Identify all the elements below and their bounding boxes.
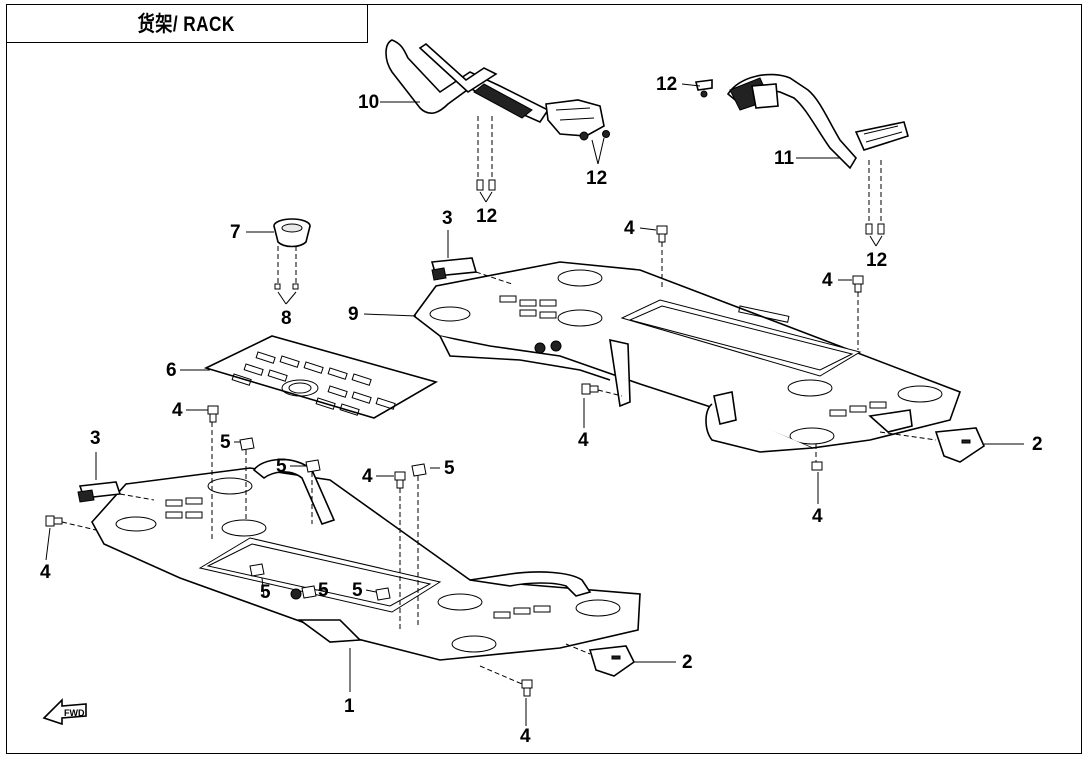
part-8-screws <box>274 246 299 290</box>
callout-5: 5 <box>220 432 231 453</box>
fasteners <box>45 179 885 697</box>
callout-10: 10 <box>358 92 379 113</box>
callout-4: 4 <box>822 270 833 291</box>
callout-9: 9 <box>348 304 359 325</box>
callout-12: 12 <box>586 168 607 189</box>
callout-4: 4 <box>362 466 373 487</box>
part-7-cup-holder <box>273 218 311 248</box>
assembly-dash-lines <box>61 116 937 685</box>
callout-4: 4 <box>624 218 635 239</box>
callout-8: 8 <box>281 308 292 329</box>
title-box: 货架/ RACK <box>6 4 368 43</box>
left-grab-handle-part <box>385 39 610 141</box>
callout-11: 11 <box>774 148 795 169</box>
callout-5: 5 <box>276 456 287 477</box>
callout-4: 4 <box>40 562 51 583</box>
callout-12: 12 <box>476 206 497 227</box>
diagram-title: 货架/ RACK <box>137 13 236 36</box>
part-1-front-rack <box>91 458 641 661</box>
callout-4: 4 <box>812 506 823 527</box>
callout-2: 2 <box>682 652 693 673</box>
callout-3: 3 <box>90 428 101 449</box>
part-2-cover-plate <box>588 427 986 677</box>
fwd-label: FWD <box>64 708 85 718</box>
callout-5: 5 <box>444 458 455 479</box>
callout-1: 1 <box>344 696 355 717</box>
callout-2: 2 <box>1032 434 1043 455</box>
callout-3: 3 <box>442 208 453 229</box>
callout-4: 4 <box>578 430 589 451</box>
drawing-frame <box>6 4 1082 754</box>
callout-5: 5 <box>260 582 271 603</box>
callout-labels: 1 2 2 3 3 4 4 4 4 4 4 4 4 4 5 5 5 5 5 5 … <box>40 74 1043 747</box>
callout-12: 12 <box>866 250 887 271</box>
part-6-rack-mat <box>203 335 439 419</box>
callout-5: 5 <box>352 580 363 601</box>
leader-lines <box>45 83 1024 726</box>
right-grab-handle-part <box>695 73 909 170</box>
callout-6: 6 <box>166 360 177 381</box>
callout-5: 5 <box>318 580 329 601</box>
callout-7: 7 <box>230 222 241 243</box>
part-9-rear-rack <box>412 261 962 453</box>
part-3-end-cap <box>77 257 478 503</box>
callout-12: 12 <box>656 74 677 95</box>
forward-direction-arrow: FWD <box>42 698 87 726</box>
callout-4: 4 <box>520 726 531 747</box>
callout-4: 4 <box>172 400 183 421</box>
